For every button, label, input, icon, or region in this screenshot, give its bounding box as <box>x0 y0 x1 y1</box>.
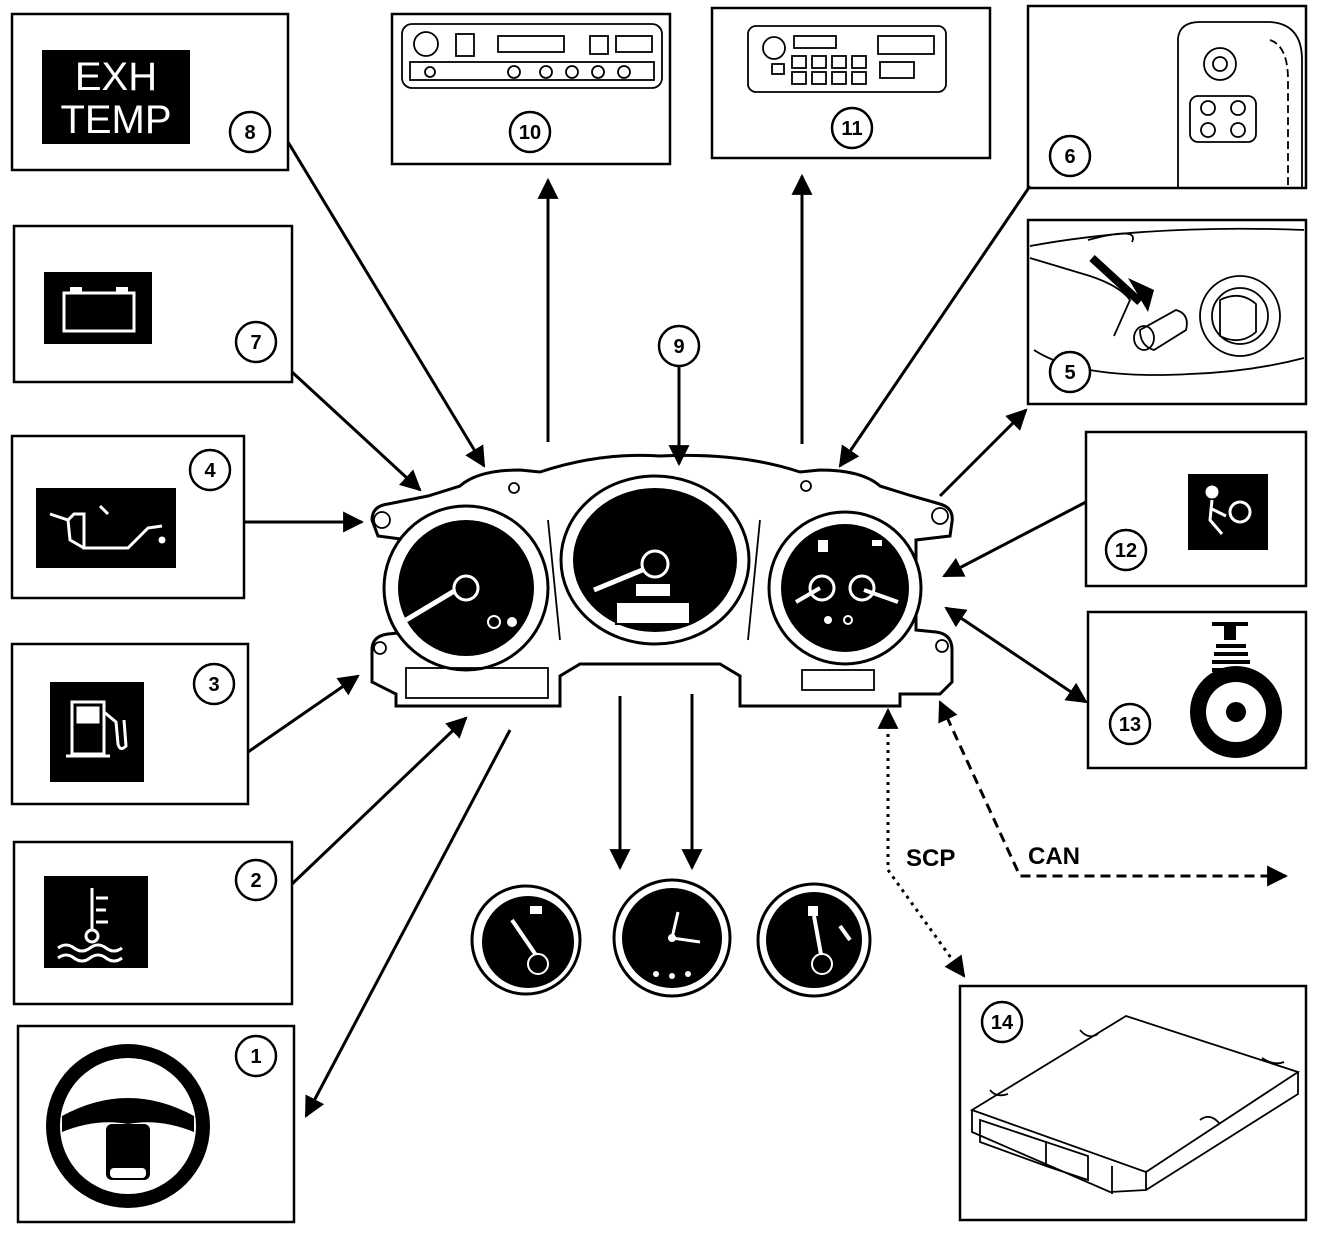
callout-8: 8 <box>228 110 272 154</box>
arrow-airbag <box>942 500 1087 578</box>
gauge-fuel <box>470 884 582 996</box>
callout-11: 11 <box>830 106 874 150</box>
gauge-temperature <box>756 882 872 998</box>
svg-text:7: 7 <box>250 332 261 354</box>
arrow-battery <box>290 370 422 492</box>
scp-label: SCP <box>906 845 955 872</box>
door-switch-panel-icon <box>1177 21 1303 188</box>
scp-bus-line <box>877 707 966 978</box>
arrow-exh-temp <box>286 141 486 468</box>
box-exh-temp: EXH TEMP <box>10 12 290 172</box>
svg-text:12: 12 <box>1115 540 1137 562</box>
callout-4: 4 <box>188 448 232 492</box>
battery-icon <box>62 287 136 333</box>
arrow-coolant <box>290 716 468 886</box>
svg-text:13: 13 <box>1119 714 1141 736</box>
arrow-horn <box>944 606 1088 704</box>
callout-2: 2 <box>234 858 278 902</box>
callout-10: 10 <box>508 110 552 154</box>
instrument-cluster <box>370 453 954 708</box>
steering-wheel-icon <box>46 1044 210 1208</box>
audio-unit <box>747 25 947 93</box>
can-label: CAN <box>1028 843 1080 870</box>
callout-14: 14 <box>980 1000 1024 1044</box>
arrow-ignition <box>938 408 1028 498</box>
arrow-fuel <box>247 674 360 754</box>
callout-3: 3 <box>192 662 236 706</box>
control-module <box>969 1015 1301 1194</box>
coolant-temperature-icon <box>57 888 123 963</box>
fuel-pump-icon <box>66 700 128 758</box>
callout-9: 9 <box>657 324 701 368</box>
svg-text:6: 6 <box>1064 146 1075 168</box>
svg-text:14: 14 <box>991 1012 1014 1034</box>
svg-text:9: 9 <box>673 336 684 358</box>
climate-control-panel <box>401 23 663 89</box>
svg-text:3: 3 <box>208 674 219 696</box>
svg-text:5: 5 <box>1064 362 1075 384</box>
oil-pressure-icon <box>49 504 166 550</box>
callout-12: 12 <box>1104 528 1148 572</box>
exh-temp-badge <box>42 50 190 144</box>
box-steering-wheel <box>16 1024 296 1224</box>
svg-text:4: 4 <box>204 460 216 482</box>
svg-text:10: 10 <box>519 122 541 144</box>
svg-text:2: 2 <box>250 870 261 892</box>
svg-text:8: 8 <box>244 122 255 144</box>
callout-5: 5 <box>1048 350 1092 394</box>
exh-temp-line1: EXH <box>75 55 157 99</box>
gauge-clock <box>612 878 732 998</box>
arrows <box>244 141 1289 1118</box>
callout-7: 7 <box>234 320 278 364</box>
callout-13: 13 <box>1108 702 1152 746</box>
exh-temp-line2: TEMP <box>60 98 171 142</box>
arrow-steering-wheel <box>304 729 512 1118</box>
callout-6: 6 <box>1048 134 1092 178</box>
svg-text:1: 1 <box>250 1046 261 1068</box>
svg-text:11: 11 <box>841 118 862 140</box>
can-bus-line <box>938 700 1289 887</box>
callout-1: 1 <box>234 1034 278 1078</box>
airbag-icon <box>1205 485 1252 535</box>
box-horn <box>1086 610 1308 770</box>
arrow-door-switch <box>838 185 1032 468</box>
